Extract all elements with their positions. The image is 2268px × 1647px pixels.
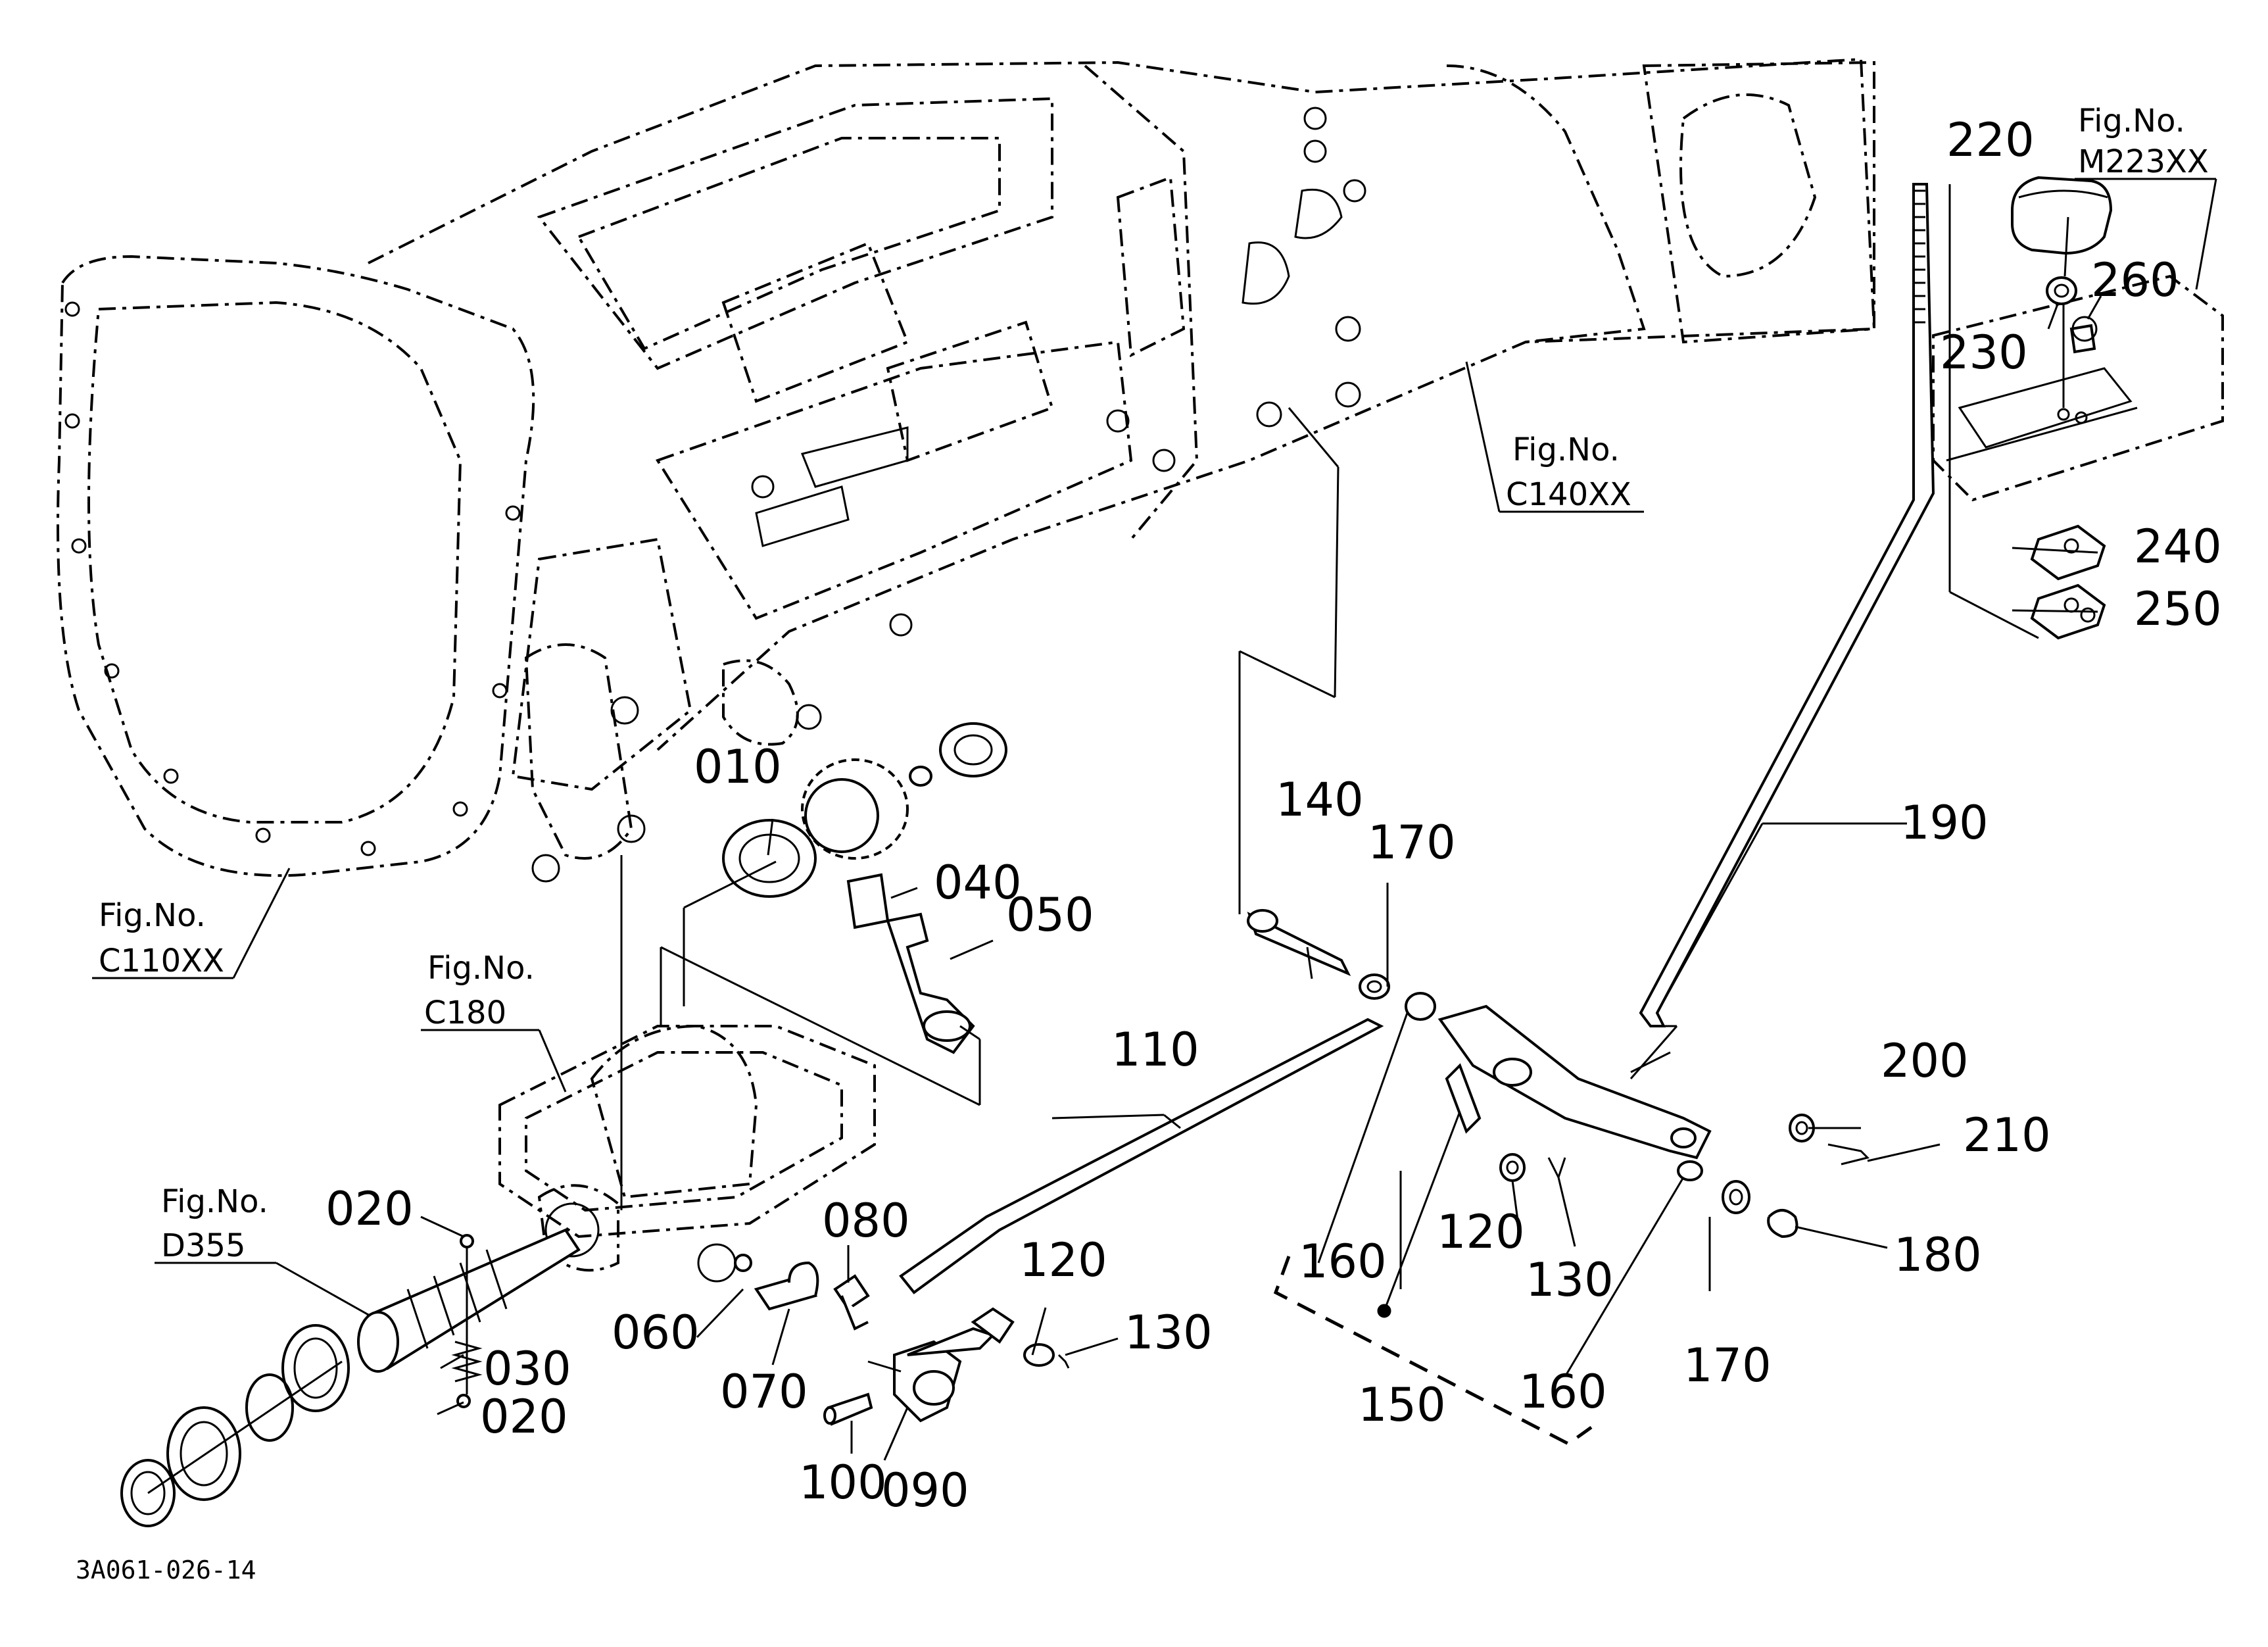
part-label-020-upper: 020 [326, 1182, 414, 1236]
part-label-160-right: 160 [1519, 1365, 1607, 1419]
part-label-220: 220 [1946, 113, 2035, 167]
part-label-060: 060 [612, 1306, 700, 1360]
fig-ref-d355: Fig.No. D355 [155, 1183, 382, 1323]
fig-ref-c140-title: Fig.No. [1512, 431, 1620, 468]
fig-ref-c180-title: Fig.No. [427, 950, 535, 987]
part-label-010: 010 [694, 740, 782, 794]
part-label-230: 230 [1940, 326, 2028, 380]
part-label-020-lower: 020 [480, 1390, 568, 1444]
transmission-housing [57, 57, 1876, 883]
part-label-140: 140 [1276, 773, 1364, 827]
shift-rod-190 [1629, 183, 2039, 1079]
shift-fork [660, 873, 981, 1106]
part-label-080: 080 [822, 1194, 910, 1248]
part-label-130-lower: 130 [1124, 1306, 1213, 1360]
part-labels: 010 020 030 020 040 050 060 070 080 090 … [326, 113, 2222, 1517]
knob-assembly [2011, 176, 2113, 640]
part-label-120-upper: 120 [1437, 1205, 1525, 1259]
pto-shaft [357, 1228, 581, 1373]
seal-ring-parts [120, 1324, 350, 1527]
part-label-050: 050 [1006, 888, 1094, 942]
part-label-240: 240 [2134, 520, 2222, 574]
detent-ball-spring [451, 1234, 483, 1408]
cover-housing [498, 855, 876, 1283]
fig-ref-c140-number: C140XX [1506, 476, 1631, 513]
part-label-250: 250 [2134, 582, 2222, 636]
part-label-040: 040 [934, 856, 1022, 910]
part-label-030: 030 [483, 1342, 571, 1396]
fig-ref-m223: Fig.No. M223XX [2075, 103, 2217, 290]
fig-ref-c110-number: C110XX [99, 943, 224, 979]
fig-ref-c180: Fig.No. C180 [421, 950, 567, 1093]
part-label-070: 070 [720, 1365, 808, 1419]
part-label-170-lower: 170 [1683, 1339, 1772, 1392]
shift-gear-set [683, 722, 1007, 1006]
fig-ref-m223-number: M223XX [2078, 143, 2209, 180]
part-label-200: 200 [1881, 1034, 1969, 1088]
fig-ref-c140: Fig.No. C140XX [1465, 361, 1644, 513]
part-label-130-upper: 130 [1526, 1253, 1614, 1307]
part-label-180: 180 [1894, 1228, 1982, 1282]
part-label-160-left: 160 [1299, 1235, 1387, 1289]
fig-ref-c110: Fig.No. C110XX [92, 868, 291, 979]
part-label-260: 260 [2091, 253, 2179, 307]
diagram-code: 3A061-026-14 [76, 1556, 256, 1585]
fig-ref-d355-number: D355 [161, 1227, 246, 1264]
part-label-170-upper: 170 [1368, 816, 1456, 870]
assembly-150-bracket [1273, 1111, 1593, 1446]
part-label-110: 110 [1111, 1023, 1199, 1077]
part-label-150: 150 [1358, 1378, 1446, 1432]
part-label-210: 210 [1963, 1108, 2051, 1162]
fig-ref-c180-number: C180 [424, 995, 506, 1031]
part-label-120-lower: 120 [1019, 1233, 1107, 1287]
lower-lever-110 [899, 1018, 1384, 1369]
part-label-090: 090 [881, 1463, 969, 1517]
fender-bracket [1932, 274, 2224, 502]
part-label-190: 190 [1900, 796, 1989, 850]
pin-140-leader [1238, 407, 1339, 914]
shift-arm-assembly [734, 1254, 996, 1426]
part-label-100: 100 [799, 1456, 887, 1510]
fig-ref-c110-title: Fig.No. [99, 897, 206, 934]
fig-ref-d355-title: Fig.No. [161, 1183, 268, 1220]
leader-lines [420, 216, 2102, 1461]
fig-ref-m223-title: Fig.No. [2078, 103, 2185, 139]
lever-assembly [1247, 909, 1870, 1239]
